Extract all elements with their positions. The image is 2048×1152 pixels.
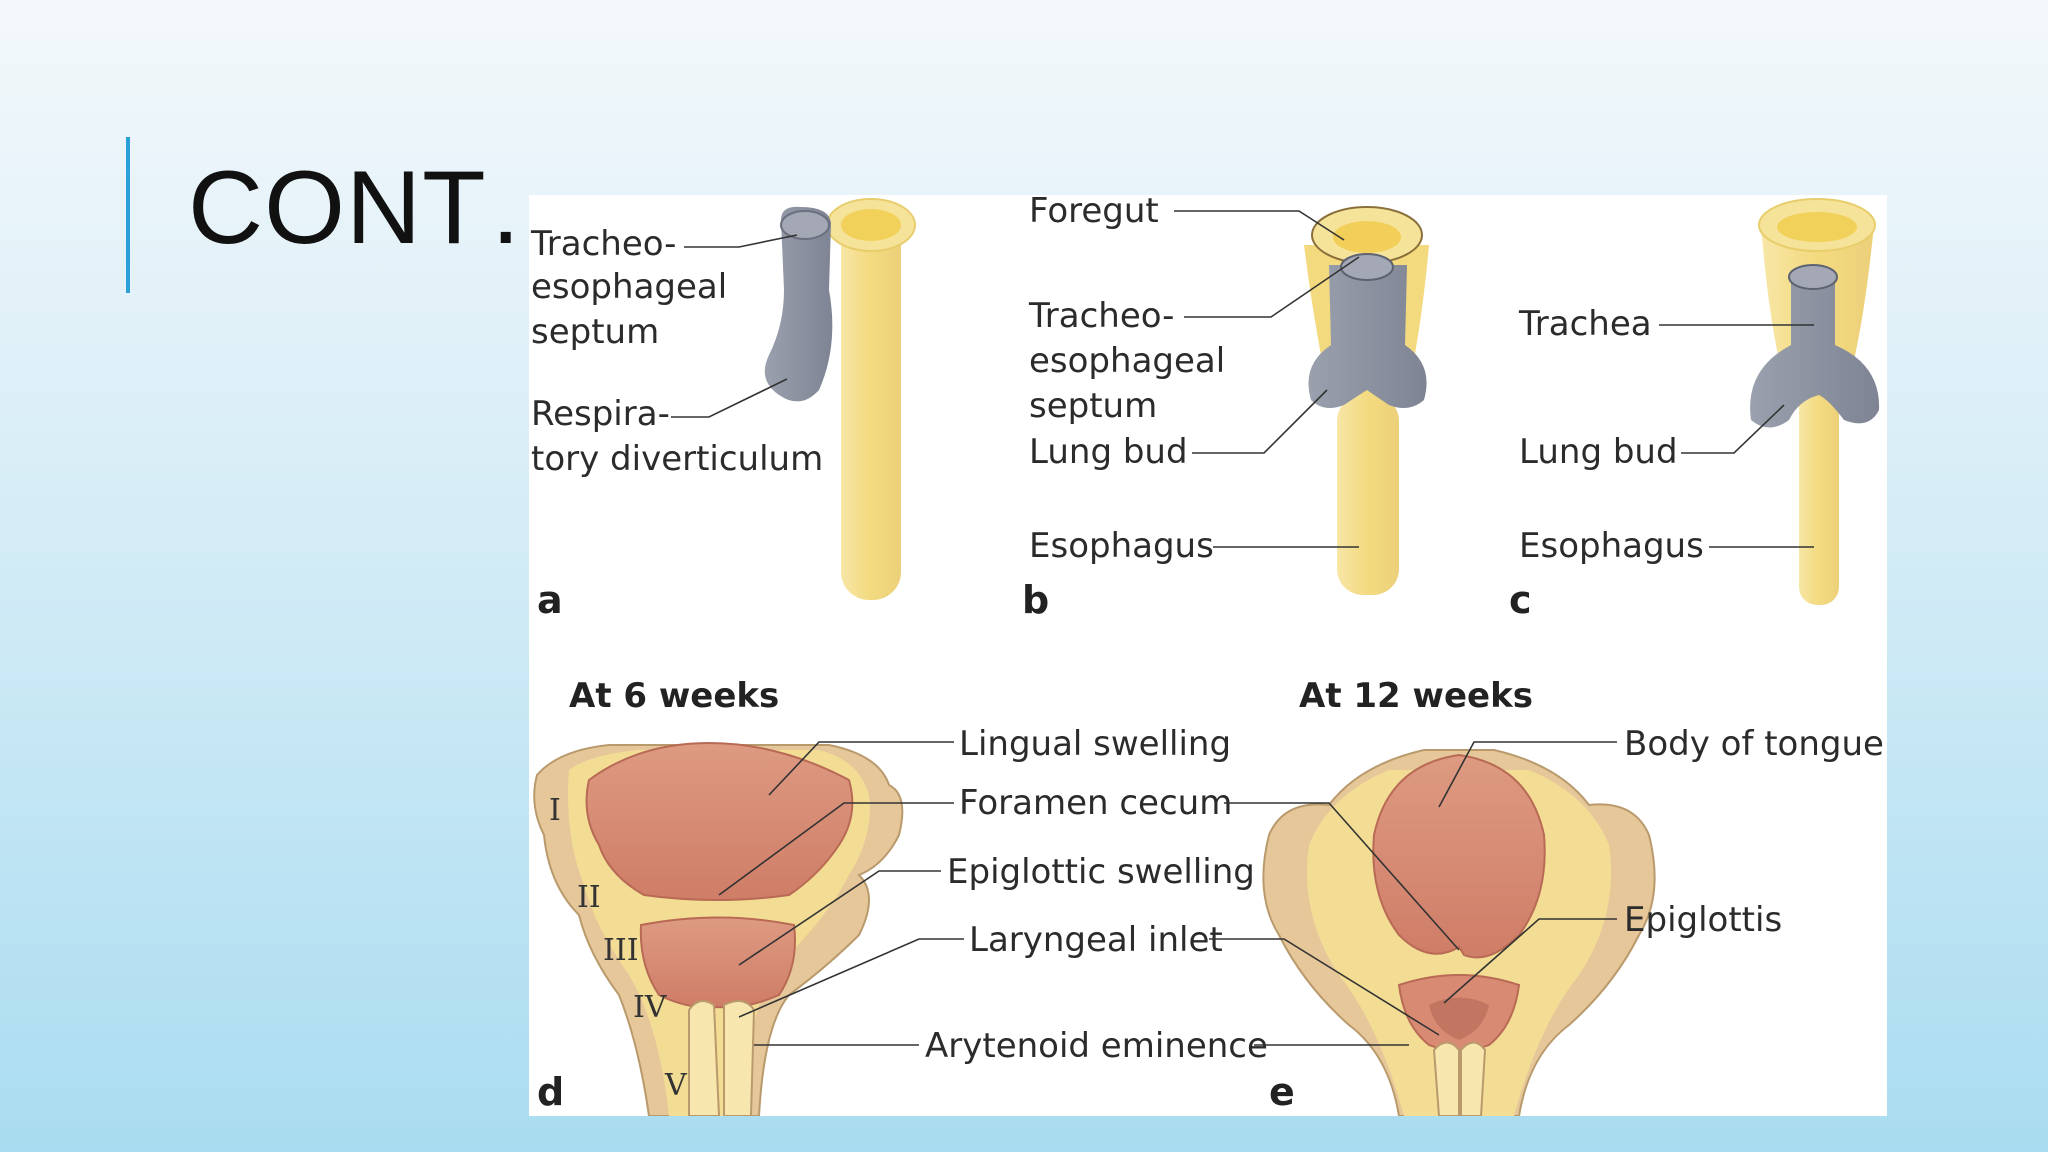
leader-b-septum [1184,256,1360,318]
label-d-epiglottic-swelling: Epiglottic swelling [947,852,1255,892]
label-b-septum-3: septum [1029,386,1157,426]
label-a-septum-1: Tracheo- [530,224,676,264]
label-a-diverticulum-1: Respira- [531,394,670,434]
heading-d: At 6 weeks [569,676,779,716]
label-b-esophagus: Esophagus [1029,526,1214,566]
label-a-diverticulum-2: tory diverticulum [531,439,823,479]
label-b-septum-1: Tracheo- [1028,296,1174,336]
leader-d-foramen-cecum [718,802,954,896]
label-a-septum-3: septum [531,312,659,352]
label-b-foregut: Foregut [1029,195,1159,231]
esophagus-tube-b [1337,395,1399,595]
panel-letter-a: a [537,578,563,622]
trachea-opening-c [1788,264,1838,290]
body-of-tongue-shape [1372,753,1546,959]
foregut-lumen-c [1777,212,1857,242]
panel-d: At 6 weeks I II III IV V Lingual swellin… [533,676,1268,1116]
foregut-lumen-a [841,209,901,241]
leader-a-septum [684,234,798,248]
label-c-trachea: Trachea [1518,304,1652,344]
esophagus-tube-a [841,215,901,600]
label-d-laryngeal-inlet: Laryngeal inlet [969,920,1223,960]
label-d-arytenoid-eminence: Arytenoid eminence [925,1026,1268,1066]
label-e-body-of-tongue: Body of tongue [1624,724,1884,764]
epiglottic-swelling-shape [639,916,796,1009]
foregut-lumen-b [1333,221,1401,253]
laryngeal-inlet-e [1429,997,1489,1040]
slide-title: CONT… [188,150,592,266]
arch-numeral-4: IV [633,990,668,1025]
panel-letter-e: e [1269,1070,1295,1114]
arytenoid-right [723,1000,756,1116]
embryology-figure: Tracheo- esophageal septum Respira- tory… [529,195,1887,1116]
figure-svg: Tracheo- esophageal septum Respira- tory… [530,195,1884,1116]
label-d-foramen-cecum: Foramen cecum [959,783,1232,823]
leader-e-body-of-tongue [1438,741,1617,808]
diverticulum-opening [780,210,830,240]
arch-numeral-5: V [664,1068,688,1103]
trachea-opening-b [1340,253,1394,281]
label-d-lingual-swelling: Lingual swelling [959,724,1231,764]
label-c-lung-bud: Lung bud [1519,432,1678,472]
leader-d-lingual-swelling [768,741,954,796]
lung-bud-c [1750,275,1880,428]
arch-numeral-1: I [549,793,561,828]
leader-e-foramen-cecum [1224,802,1460,951]
panel-letter-c: c [1509,578,1532,622]
label-e-epiglottis: Epiglottis [1624,900,1782,940]
panel-letter-d: d [537,1070,564,1114]
label-a-septum-2: esophageal [531,267,727,307]
leader-b-foregut [1174,210,1345,241]
heading-e: At 12 weeks [1299,676,1533,716]
leader-e-epiglottis [1443,918,1617,1004]
panel-letter-b: b [1022,578,1049,622]
leader-c-lung-bud [1681,404,1785,454]
leader-e-laryngeal-inlet [1209,938,1440,1036]
leader-d-laryngeal-inlet [738,938,964,1018]
arytenoid-left [688,1000,721,1116]
panel-a: Tracheo- esophageal septum Respira- tory… [530,198,916,622]
panel-c: Trachea Lung bud Esophagus c [1509,198,1880,622]
arch-numeral-2: II [577,880,601,915]
arch-numeral-3: III [603,933,639,968]
title-accent-bar [126,137,130,293]
respiratory-diverticulum [764,206,833,402]
leader-a-diverticulum [671,378,788,418]
label-b-lung-bud: Lung bud [1029,432,1188,472]
label-c-esophagus: Esophagus [1519,526,1704,566]
arytenoid-right-e [1460,1041,1487,1116]
panel-e: At 12 weeks Body of tongue Epiglottis e [1209,676,1884,1116]
panel-b: Foregut Tracheo- esophageal septum Lung … [1022,195,1429,622]
arytenoid-left-e [1432,1041,1460,1116]
esophagus-tube-c [1799,375,1839,605]
lingual-swelling-shape [585,741,854,902]
label-b-septum-2: esophageal [1029,341,1225,381]
leader-b-lung-bud [1192,389,1328,454]
lung-bud-b [1308,265,1427,409]
leader-d-epiglottic-swelling [738,870,941,966]
